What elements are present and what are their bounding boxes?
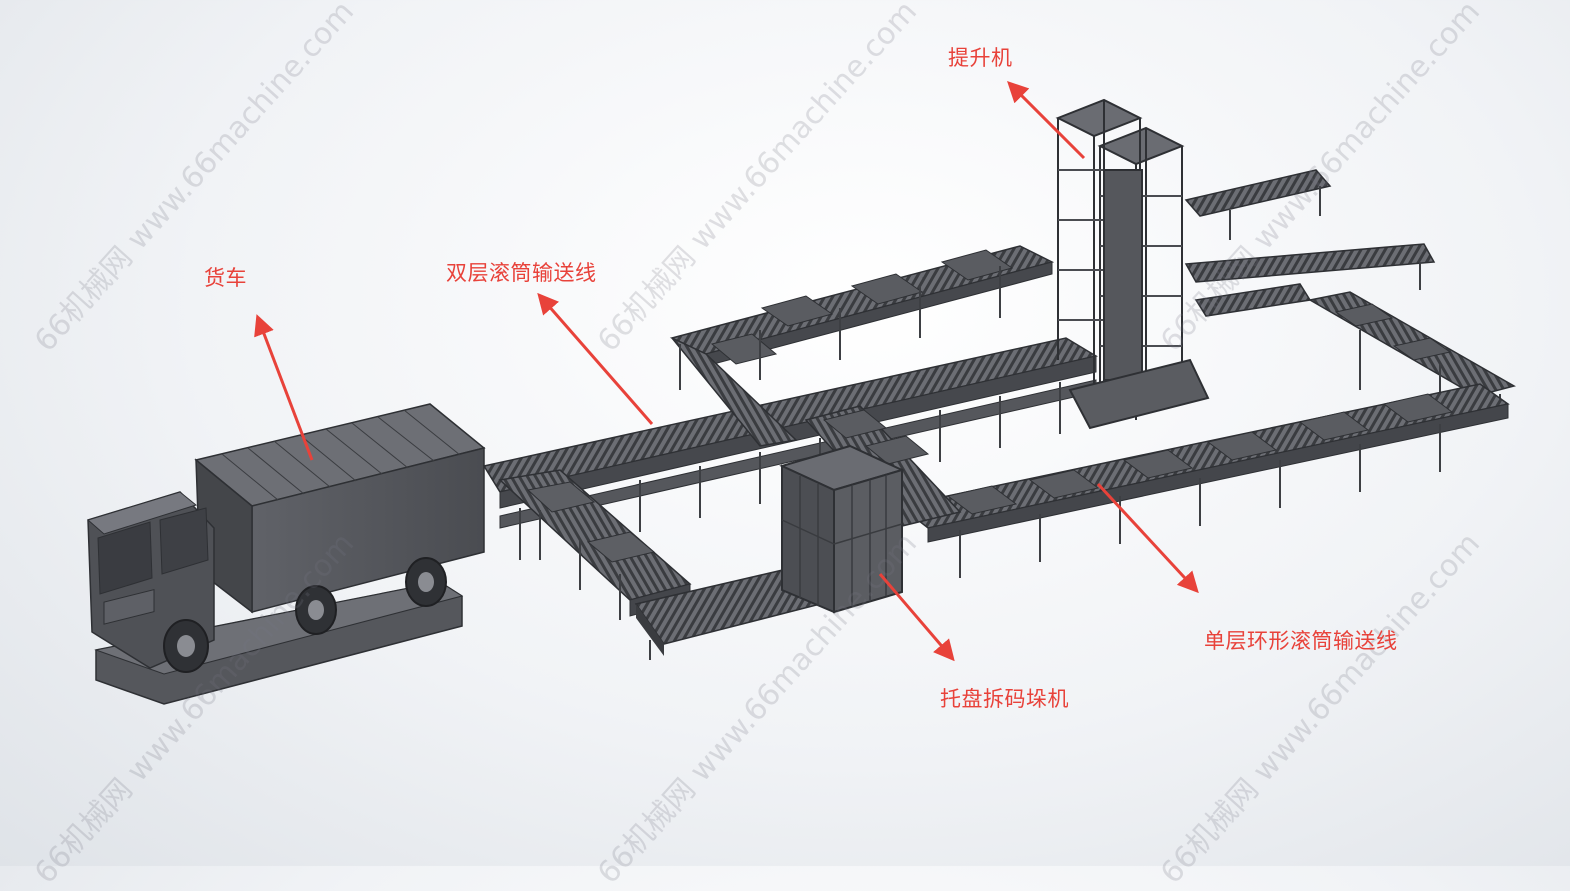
- right-branch-conveyors: [1184, 169, 1516, 420]
- label-lift: 提升机: [948, 46, 1013, 70]
- callout-arrows: [254, 81, 1199, 662]
- truck: [86, 403, 486, 705]
- arrow-palletizer: [878, 573, 955, 662]
- arrow-truck: [254, 314, 314, 461]
- feed-conveyor-left: [498, 469, 838, 660]
- lift-tower: [1055, 98, 1210, 430]
- arrow-double-conveyor: [537, 292, 654, 425]
- label-loop-conveyor: 单层环形滚筒输送线: [1204, 629, 1398, 653]
- label-palletizer: 托盘拆码垛机: [940, 687, 1069, 711]
- label-double-conveyor: 双层滚筒输送线: [446, 261, 597, 285]
- palletizer: [779, 444, 905, 614]
- arrow-lift: [1007, 81, 1086, 160]
- double-layer-conveyor: [482, 337, 1098, 560]
- arrow-loop-conveyor: [1096, 482, 1199, 594]
- layout-diagram: [86, 81, 1516, 705]
- label-truck: 货车: [204, 266, 247, 290]
- upper-loop-conveyor: [669, 245, 1055, 447]
